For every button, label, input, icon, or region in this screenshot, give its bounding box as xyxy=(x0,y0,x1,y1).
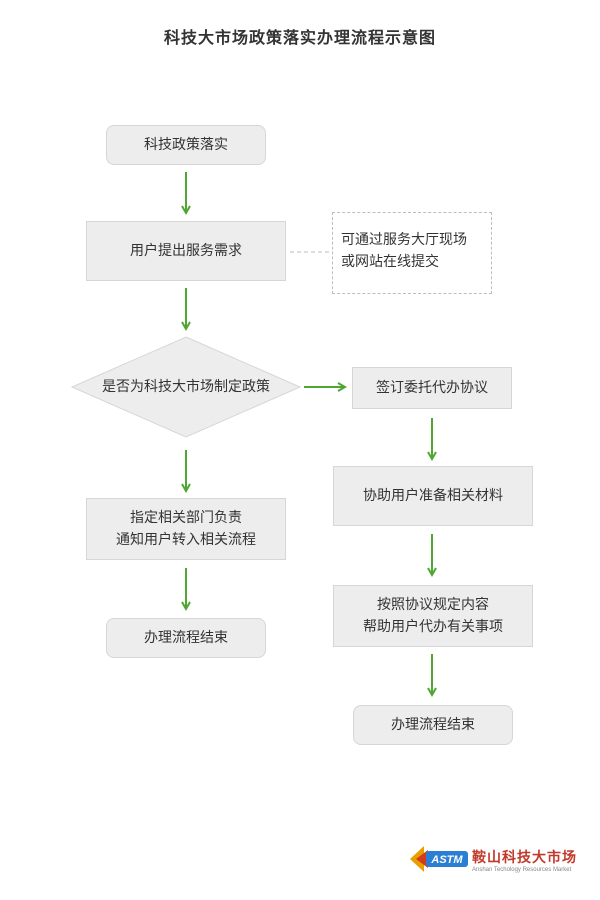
decision-label: 是否为科技大市场制定政策 xyxy=(102,379,270,395)
prepare-node: 协助用户准备相关材料 xyxy=(333,466,533,526)
note-line-1: 可通过服务大厅现场 xyxy=(341,232,467,248)
submission-note: 可通过服务大厅现场 或网站在线提交 xyxy=(332,212,492,294)
assign-line-2: 通知用户转入相关流程 xyxy=(116,532,256,548)
sign-node: 签订委托代办协议 xyxy=(352,367,512,409)
end-right-label: 办理流程结束 xyxy=(391,717,475,733)
logo-subtitle: Anshan Techology Resources Market xyxy=(472,867,572,873)
end-right-node: 办理流程结束 xyxy=(353,705,513,745)
logo-mark-text: ASTM xyxy=(430,854,463,866)
handle-node: 按照协议规定内容 帮助用户代办有关事项 xyxy=(333,585,533,647)
prepare-label: 协助用户准备相关材料 xyxy=(363,488,503,504)
handle-line-2: 帮助用户代办有关事项 xyxy=(363,619,503,635)
logo: ASTM 鞍山科技大市场 Anshan Techology Resources … xyxy=(408,842,588,878)
note-line-2: 或网站在线提交 xyxy=(341,254,439,270)
end-left-node: 办理流程结束 xyxy=(106,618,266,658)
page-title: 科技大市场政策落实办理流程示意图 xyxy=(163,28,436,47)
logo-name: 鞍山科技大市场 xyxy=(472,850,577,866)
handle-line-1: 按照协议规定内容 xyxy=(377,597,489,613)
decision-diamond xyxy=(70,336,302,438)
request-node: 用户提出服务需求 xyxy=(86,221,286,281)
request-label: 用户提出服务需求 xyxy=(130,243,242,259)
start-node: 科技政策落实 xyxy=(106,125,266,165)
start-label: 科技政策落实 xyxy=(144,137,228,153)
end-left-label: 办理流程结束 xyxy=(144,630,228,646)
assign-line-1: 指定相关部门负责 xyxy=(130,510,242,526)
assign-node: 指定相关部门负责 通知用户转入相关流程 xyxy=(86,498,286,560)
logo-mark-icon: ASTM xyxy=(410,846,468,872)
sign-label: 签订委托代办协议 xyxy=(376,380,488,396)
